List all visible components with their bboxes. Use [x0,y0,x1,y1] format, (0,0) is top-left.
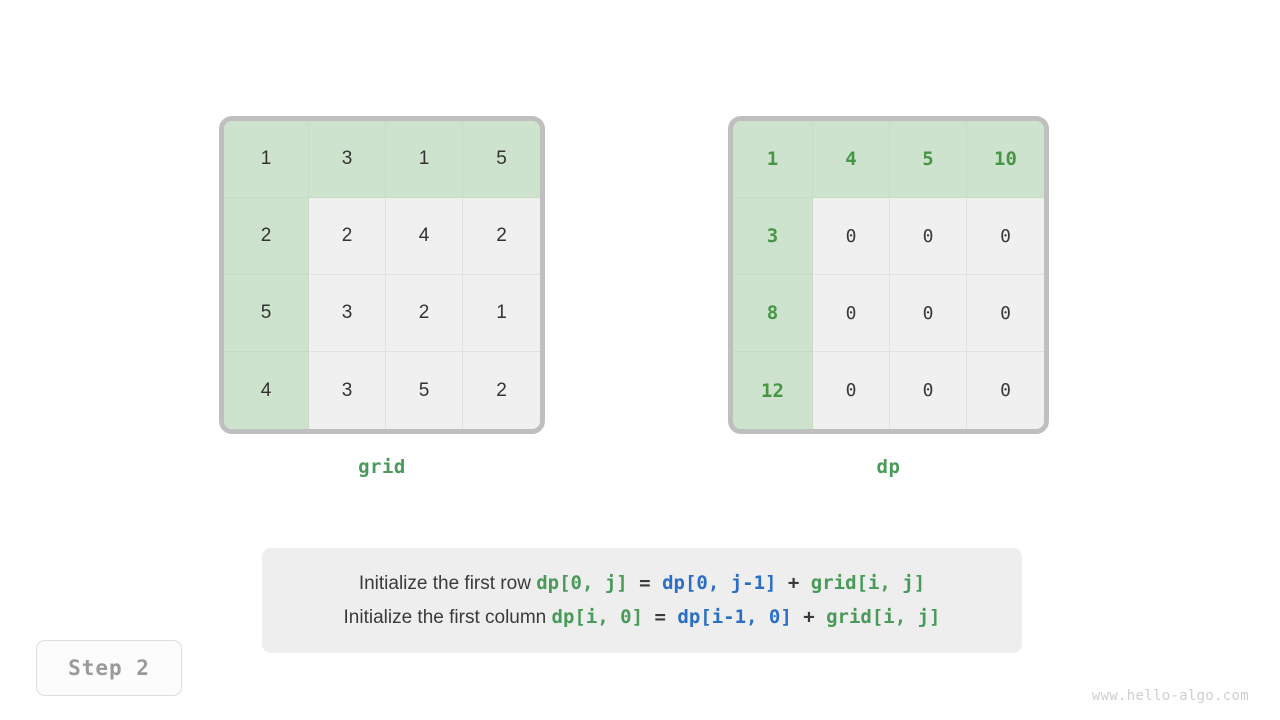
table-row: 3 0 0 0 [733,198,1044,275]
grid-cell-1-0: 2 [224,198,309,275]
grid-cell-3-2: 5 [386,352,463,429]
dp-cell-2-0: 8 [733,275,813,352]
dp-cell-3-3: 0 [967,352,1044,429]
grid-cell-3-3: 2 [463,352,540,429]
table-row: 4 3 5 2 [224,352,540,429]
grid-matrix-container: 1 3 1 5 2 2 4 2 5 3 2 1 4 3 5 2 grid [219,116,545,478]
dp-cell-0-2: 5 [890,121,967,198]
dp-cell-0-1: 4 [813,121,890,198]
table-row: 1 4 5 10 [733,121,1044,198]
grid-cell-0-0: 1 [224,121,309,198]
dp-cell-2-3: 0 [967,275,1044,352]
dp-cell-1-2: 0 [890,198,967,275]
formula-panel: Initialize the first row dp[0, j] = dp[0… [262,548,1022,653]
table-row: 1 3 1 5 [224,121,540,198]
grid-cell-1-2: 4 [386,198,463,275]
dp-cell-1-0: 3 [733,198,813,275]
formula-source: dp[0, j-1] [662,572,777,594]
grid-cell-1-1: 2 [309,198,386,275]
dp-cell-3-1: 0 [813,352,890,429]
dp-cell-1-3: 0 [967,198,1044,275]
formula-source: dp[i-1, 0] [677,606,792,628]
grid-cell-0-3: 5 [463,121,540,198]
table-row: 8 0 0 0 [733,275,1044,352]
formula-target: dp[i, 0] [551,606,644,628]
grid-cell-1-3: 2 [463,198,540,275]
dp-cell-0-3: 10 [967,121,1044,198]
dp-cell-2-2: 0 [890,275,967,352]
grid-cell-2-1: 3 [309,275,386,352]
formula-equals: = [627,572,663,594]
dp-cell-3-0: 12 [733,352,813,429]
dp-cell-0-0: 1 [733,121,813,198]
grid-cell-2-3: 1 [463,275,540,352]
grid-cell-0-1: 3 [309,121,386,198]
formula-line-first-column: Initialize the first column dp[i, 0] = d… [344,606,941,629]
formula-plus: + [776,572,811,594]
step-badge: Step 2 [36,640,182,696]
grid-cell-3-0: 4 [224,352,309,429]
formula-prose: Initialize the first row [358,573,537,594]
grid-matrix: 1 3 1 5 2 2 4 2 5 3 2 1 4 3 5 2 [219,116,545,434]
formula-target: dp[0, j] [536,572,628,594]
dp-matrix: 1 4 5 10 3 0 0 0 8 0 0 0 12 0 0 0 [728,116,1049,434]
dp-cell-3-2: 0 [890,352,967,429]
grid-matrix-label: grid [358,456,406,478]
formula-line-first-row: Initialize the first row dp[0, j] = dp[0… [359,572,925,595]
table-row: 12 0 0 0 [733,352,1044,429]
formula-equals: = [643,606,678,628]
dp-cell-1-1: 0 [813,198,890,275]
table-row: 5 3 2 1 [224,275,540,352]
watermark: www.hello-algo.com [1091,688,1249,704]
grid-cell-2-2: 2 [386,275,463,352]
formula-addend: grid[i, j] [826,606,941,628]
table-row: 2 2 4 2 [224,198,540,275]
formula-plus: + [791,606,827,628]
dp-matrix-container: 1 4 5 10 3 0 0 0 8 0 0 0 12 0 0 0 dp [728,116,1049,478]
dp-cell-2-1: 0 [813,275,890,352]
grid-cell-3-1: 3 [309,352,386,429]
formula-prose: Initialize the first column [343,607,552,628]
formula-addend: grid[i, j] [810,572,926,594]
dp-matrix-label: dp [876,456,901,478]
grid-cell-0-2: 1 [386,121,463,198]
grid-cell-2-0: 5 [224,275,309,352]
